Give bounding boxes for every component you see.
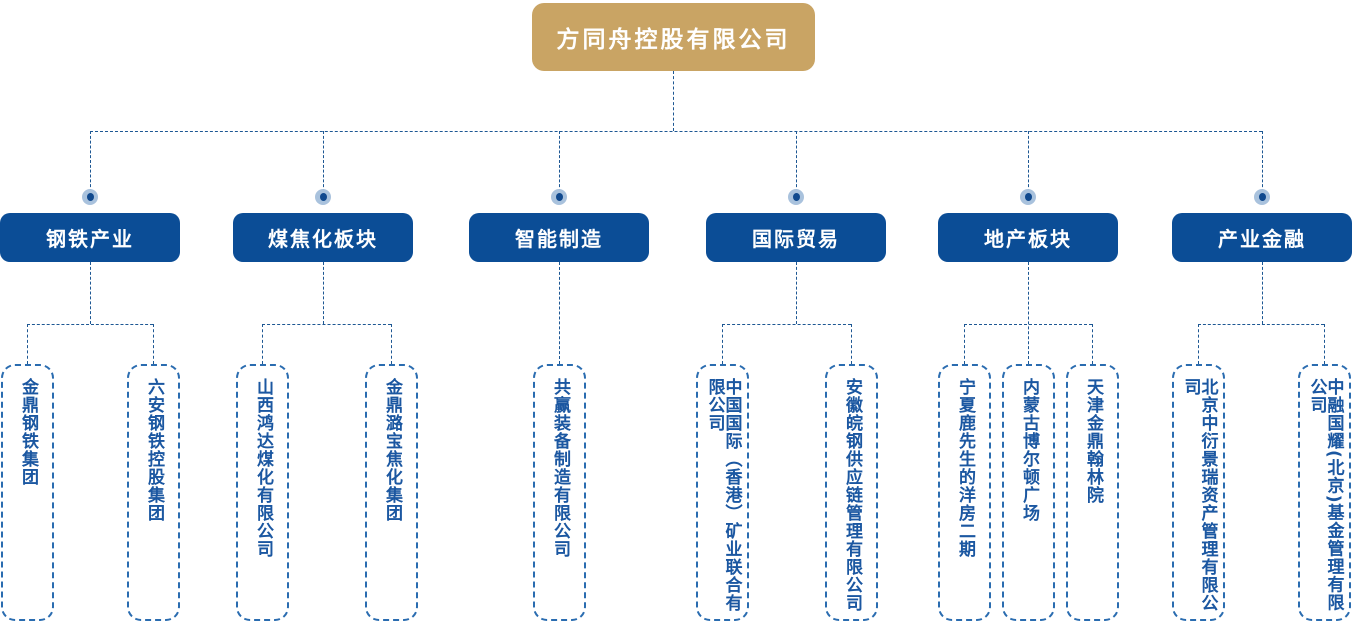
connector-main-rail — [90, 131, 1262, 132]
subsidiary-node: 天津金鼎翰林院 — [1066, 364, 1119, 621]
connector-sub-rail — [27, 324, 153, 325]
node-dot — [551, 189, 567, 205]
subsidiary-label: 安徽皖钢供应链管理有限公司 — [842, 378, 862, 612]
subsidiary-node: 金鼎钢铁集团 — [1, 364, 54, 621]
subsidiary-label: 金鼎潞宝焦化集团 — [382, 378, 402, 522]
connector-child-drop — [1198, 324, 1199, 364]
division-node-smart-manufacturing: 智能制造 — [469, 213, 649, 262]
division-node-coking: 煤焦化板块 — [233, 213, 413, 262]
subsidiary-label: 共赢装备制造有限公司 — [550, 378, 570, 558]
subsidiary-node: 中国国际（香港）矿业联合有限公司 — [696, 364, 749, 621]
connector-parent-drop — [1028, 262, 1029, 364]
connector-parent-drop — [559, 262, 560, 364]
connector-child-drop — [153, 324, 154, 364]
connector-child-drop — [27, 324, 28, 364]
connector-child-drop — [722, 324, 723, 364]
connector-division-drop — [323, 131, 324, 192]
node-dot — [788, 189, 804, 205]
subsidiary-label: 宁夏鹿先生的洋房二期 — [955, 378, 975, 558]
node-dot — [315, 189, 331, 205]
division-node-steel: 钢铁产业 — [0, 213, 180, 262]
subsidiary-label: 六安钢铁控股集团 — [144, 378, 164, 522]
connector-division-drop — [559, 131, 560, 192]
division-node-real-estate: 地产板块 — [938, 213, 1118, 262]
connector-sub-rail — [722, 324, 851, 325]
connector-division-drop — [90, 131, 91, 192]
subsidiary-label: 中国国际（香港）矿业联合有限公司 — [704, 378, 742, 612]
subsidiary-label: 内蒙古博尔顿广场 — [1019, 378, 1039, 522]
node-dot — [1020, 189, 1036, 205]
subsidiary-node: 安徽皖钢供应链管理有限公司 — [825, 364, 878, 621]
subsidiary-node: 共赢装备制造有限公司 — [533, 364, 586, 621]
subsidiary-node: 中融国耀(北京)基金管理有限公司 — [1298, 364, 1351, 621]
subsidiary-label: 北京中衍景瑞资产管理有限公司 — [1180, 378, 1218, 612]
subsidiary-node: 六安钢铁控股集团 — [127, 364, 180, 621]
connector-parent-drop — [796, 262, 797, 324]
connector-child-drop — [851, 324, 852, 364]
node-dot — [82, 189, 98, 205]
connector-division-drop — [1262, 131, 1263, 192]
node-dot — [1254, 189, 1270, 205]
connector-child-drop — [262, 324, 263, 364]
division-node-industrial-finance: 产业金融 — [1172, 213, 1352, 262]
subsidiary-label: 天津金鼎翰林院 — [1083, 378, 1103, 504]
subsidiary-label: 中融国耀(北京)基金管理有限公司 — [1306, 378, 1344, 612]
connector-child-drop — [391, 324, 392, 364]
connector-sub-rail — [1198, 324, 1324, 325]
connector-division-drop — [796, 131, 797, 192]
connector-child-drop — [1324, 324, 1325, 364]
subsidiary-node: 宁夏鹿先生的洋房二期 — [938, 364, 991, 621]
connector-sub-rail — [262, 324, 391, 325]
connector-division-drop — [1028, 131, 1029, 192]
connector-root-drop — [673, 71, 674, 131]
subsidiary-node: 金鼎潞宝焦化集团 — [365, 364, 418, 621]
subsidiary-node: 山西鸿达煤化有限公司 — [236, 364, 289, 621]
subsidiary-node: 内蒙古博尔顿广场 — [1002, 364, 1055, 621]
connector-parent-drop — [323, 262, 324, 324]
subsidiary-label: 金鼎钢铁集团 — [18, 378, 38, 486]
connector-sub-rail — [964, 324, 1092, 325]
subsidiary-node: 北京中衍景瑞资产管理有限公司 — [1172, 364, 1225, 621]
connector-child-drop — [1092, 324, 1093, 364]
connector-parent-drop — [1262, 262, 1263, 324]
division-node-international-trade: 国际贸易 — [706, 213, 886, 262]
connector-parent-drop — [90, 262, 91, 324]
root-node: 方同舟控股有限公司 — [532, 3, 815, 71]
connector-child-drop — [964, 324, 965, 364]
subsidiary-label: 山西鸿达煤化有限公司 — [253, 378, 273, 558]
